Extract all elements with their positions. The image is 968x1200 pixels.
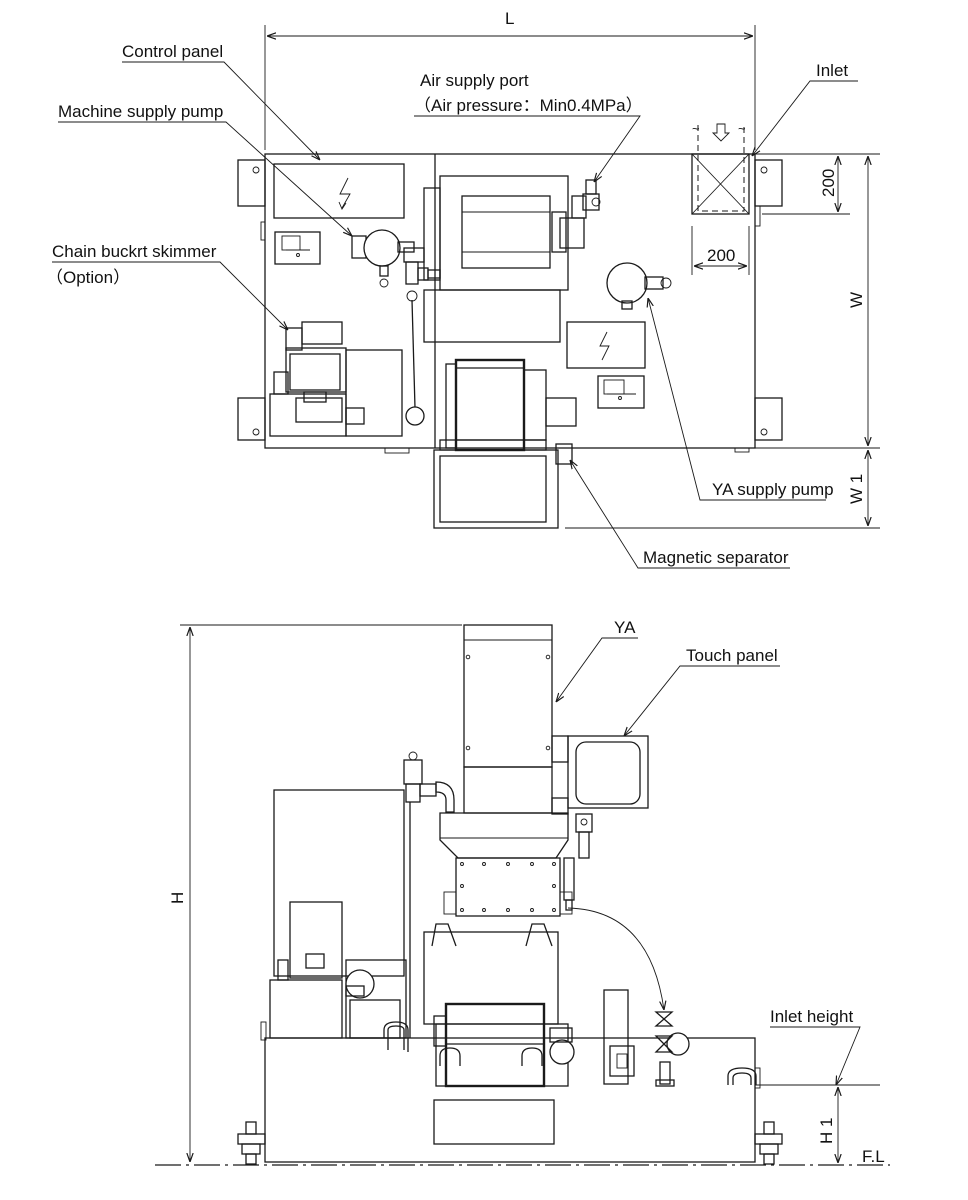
label-option: （Option） [46, 268, 130, 287]
leader-touch-panel: Touch panel [624, 646, 780, 736]
label-air-pressure: （Air pressure：Min0.4MPa） [414, 96, 643, 115]
inlet-top: ~ ~ [691, 121, 750, 215]
dimension-w-text: W [847, 292, 866, 308]
air-regulator-front [563, 813, 593, 911]
ya-unit-top [423, 175, 587, 343]
control-panel-top [273, 163, 405, 265]
top-view: L [46, 9, 880, 569]
tank-front [260, 1021, 761, 1163]
inlet-depth-dimension: 200 [755, 153, 880, 215]
chain-skimmer-top [269, 321, 403, 437]
inlet-depth-text: 200 [819, 169, 838, 197]
front-view: H H 1 F.L [155, 618, 890, 1166]
label-floor-level: F.L [862, 1147, 885, 1166]
leader-control-panel: Control panel [122, 42, 320, 160]
inlet-width-text: 200 [707, 246, 735, 265]
label-chain-skimmer: Chain buckrt skimmer [52, 242, 217, 261]
magnetic-separator-top [433, 358, 577, 529]
dimension-w1: W 1 [565, 450, 880, 529]
leader-magnetic-separator: Magnetic separator [570, 460, 790, 569]
label-inlet-height: Inlet height [770, 1007, 853, 1026]
ya-unit-front [423, 624, 573, 1025]
dimension-l-text: L [505, 9, 514, 28]
machine-supply-pump-top [351, 229, 441, 426]
dimension-w: W [755, 156, 880, 449]
ya-control-panel-top [566, 321, 646, 409]
air-supply-port-top [582, 179, 601, 211]
label-inlet: Inlet [816, 61, 848, 80]
inlet-width-dimension: 200 [691, 226, 750, 275]
leader-air-supply-port: Air supply port （Air pressure：Min0.4MPa） [414, 71, 643, 182]
leader-inlet-height: Inlet height [770, 1007, 861, 1085]
svg-text:~: ~ [738, 121, 746, 136]
label-ya-supply-pump: YA supply pump [712, 480, 834, 499]
dimension-h1: H 1 F.L [755, 1084, 885, 1166]
label-touch-panel: Touch panel [686, 646, 778, 665]
dimension-h: H [168, 624, 462, 1162]
label-machine-supply-pump: Machine supply pump [58, 102, 223, 121]
leveling-feet [237, 1121, 783, 1165]
inlet-front [727, 1067, 757, 1085]
control-panel-front [269, 789, 407, 1039]
dimension-h-text: H [168, 892, 187, 904]
leader-machine-supply-pump: Machine supply pump [58, 102, 352, 236]
label-control-panel: Control panel [122, 42, 223, 61]
ya-supply-pump-top [606, 262, 672, 310]
magnetic-separator-front [433, 1002, 575, 1088]
touch-panel-front [567, 735, 649, 809]
leader-chain-skimmer: Chain buckrt skimmer （Option） [46, 242, 288, 330]
machine-supply-pump-front [403, 751, 455, 1038]
leader-ya-supply-pump: YA supply pump [648, 298, 834, 501]
svg-text:~: ~ [692, 121, 700, 136]
ya-supply-pump-front [567, 907, 690, 1087]
dimension-l: L [264, 9, 756, 150]
label-ya: YA [614, 618, 636, 637]
label-magnetic-separator: Magnetic separator [643, 548, 789, 567]
mounting-brackets-top [237, 159, 783, 454]
dimension-w1-text: W 1 [847, 474, 866, 504]
leader-ya: YA [556, 618, 638, 702]
dimension-h1-text: H 1 [817, 1118, 836, 1144]
leader-inlet: Inlet [752, 61, 858, 156]
label-air-supply-port: Air supply port [420, 71, 529, 90]
tank-outline-top [264, 153, 756, 449]
